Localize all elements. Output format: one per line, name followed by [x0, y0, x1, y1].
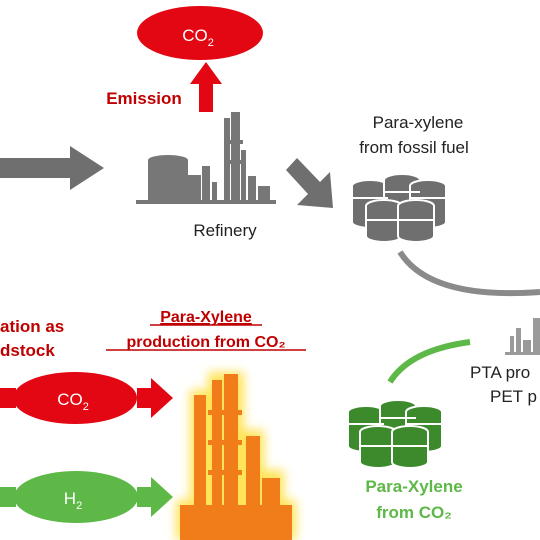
- pta-line1: PTA pro: [470, 363, 530, 382]
- h2-input-sub: 2: [76, 500, 82, 512]
- refinery-label: Refinery: [193, 221, 257, 240]
- orange-plant-icon: [180, 374, 292, 540]
- fossil-to-pta-curve: [397, 250, 540, 297]
- svg-text:CO2: CO2: [57, 390, 89, 413]
- h2-input-row: H2: [0, 471, 173, 523]
- refinery-icon: [136, 112, 276, 204]
- svg-text:CO2: CO2: [182, 26, 214, 49]
- co2-emission-sub: 2: [208, 37, 214, 49]
- px-fossil-line2: from fossil fuel: [359, 138, 469, 157]
- input-arrow-top: [0, 146, 104, 190]
- co2-emission-bubble: CO2: [137, 6, 263, 60]
- utilization-line2: dstock: [0, 341, 55, 360]
- px-fossil-line1: Para-xylene: [373, 113, 464, 132]
- px-co2-line2: from CO₂: [376, 503, 452, 522]
- h2-input-label: H: [64, 489, 76, 508]
- px-production-line2: production from CO₂: [126, 334, 285, 351]
- co2-to-pta-curve: [387, 339, 471, 384]
- co2-emission-label: CO: [182, 26, 208, 45]
- co2-input-row: CO2: [0, 372, 173, 424]
- pta-line2: PET p: [490, 387, 537, 406]
- co2-input-label: CO: [57, 390, 83, 409]
- emission-label: Emission: [106, 89, 182, 108]
- pta-plant-icon: [505, 318, 540, 355]
- px-production-line1: Para-Xylene: [160, 309, 252, 326]
- px-co2-line1: Para-Xylene: [365, 477, 462, 496]
- emission-arrow: [190, 62, 222, 112]
- svg-text:H2: H2: [64, 489, 82, 512]
- refinery-to-barrels-arrow: [286, 158, 333, 208]
- co2-input-sub: 2: [83, 401, 89, 413]
- green-barrels-icon: [347, 399, 443, 469]
- gray-barrels-icon: [351, 173, 447, 243]
- utilization-line1: ation as: [0, 317, 64, 336]
